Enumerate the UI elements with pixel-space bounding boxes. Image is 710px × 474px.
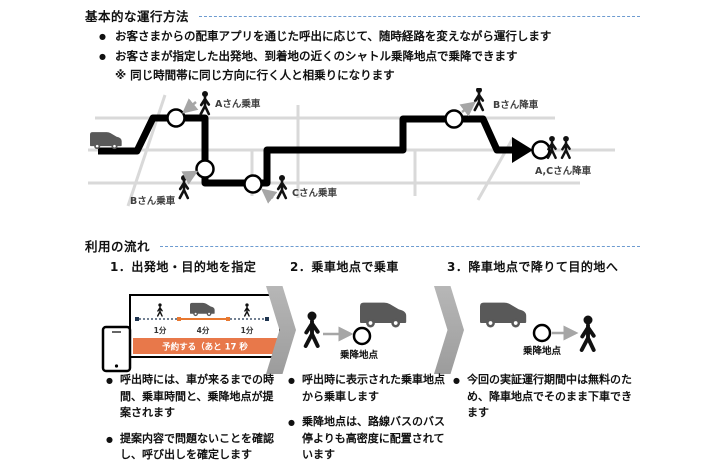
passenger-b-alight-icon <box>473 88 485 112</box>
passenger-a-icon <box>199 89 211 116</box>
ride-minutes: 4分 <box>197 325 210 335</box>
timeline-dot <box>265 317 269 321</box>
bullet-marker: ● <box>99 51 106 61</box>
stop-b-alight <box>444 109 464 129</box>
step1-bullets: ● 呼出時には、車が来るまでの時間、乗車時間と、乗降地点が提案されます ● 提案… <box>106 372 284 473</box>
shuttle-van-icon <box>90 132 122 150</box>
list-item-note: ※ 同じ時間帯に同じ方向に行く人と相乗りになります <box>99 67 639 84</box>
stop-label: 乗降地点 <box>340 349 379 361</box>
list-item: ● 呼出時には、車が来るまでの時間、乗車時間と、乗降地点が提案されます <box>106 372 284 422</box>
section-title: 基本的な運行方法 <box>85 9 190 24</box>
timeline-dot <box>177 317 181 321</box>
note-text: ※ 同じ時間帯に同じ方向に行く人と相乗りになります <box>115 68 395 83</box>
list-item: ● お客さまが指定した出発地、到着地の近くのシャトル乗降地点で乗降できます <box>99 48 639 65</box>
bullet-text: 提案内容で問題ないことを確認し、呼び出しを確定します <box>120 431 274 462</box>
stop-a-board <box>166 108 186 128</box>
bullet-text: 乗降地点は、路線バスのバス停よりも高密度に配置されています <box>302 415 445 461</box>
shuttle-route-path <box>98 114 512 187</box>
bullet-marker: ● <box>106 376 113 385</box>
trip-timeline: 1分 4分 1分 <box>135 302 269 335</box>
label-c-board: Cさん乗車 <box>292 187 337 199</box>
stop-circle <box>532 323 552 343</box>
bullet-marker: ● <box>453 376 460 385</box>
reserve-button-label: 予約する（あと 17 秒 <box>162 342 248 353</box>
bullet-text: お客さまからの配車アプリを通じた呼出に応じて、随時経路を変えながら運行します <box>115 29 552 43</box>
list-item: ● 呼出時に表示された乗車地点から乗車します <box>288 372 450 405</box>
alighting-illustration: 乗降地点 <box>480 302 596 357</box>
boarding-illustration: 乗降地点 <box>303 302 407 361</box>
reserve-button: 予約する（あと 17 秒 <box>133 338 277 354</box>
basic-operation-bullets: ● お客さまからの配車アプリを通じた呼出に応じて、随時経路を変えながら運行します… <box>99 28 639 87</box>
passenger-c-icon <box>276 173 288 200</box>
stop-circle <box>352 326 372 346</box>
smartphone-icon <box>101 325 132 373</box>
section-basic-operation-header: 基本的な運行方法 <box>85 6 640 25</box>
walker-icon <box>303 309 320 348</box>
bullet-text: お客さまが指定した出発地、到着地の近くのシャトル乗降地点で乗降できます <box>115 48 518 63</box>
step2-bullets: ● 呼出時に表示された乗車地点から乗車します ● 乗降地点は、路線バスのバス停よ… <box>288 372 450 473</box>
label-b-alight: Bさん降車 <box>493 99 539 111</box>
bullet-marker: ● <box>288 418 295 427</box>
label-a-board: Aさん乗車 <box>215 98 261 110</box>
passenger-c2-icon <box>560 134 571 160</box>
van-icon <box>360 302 407 328</box>
label-ac-alight: A,Cさん降車 <box>535 165 592 177</box>
timeline-dot <box>226 317 230 321</box>
bullet-text: 呼出時に表示された乗車地点から乗車します <box>302 373 445 403</box>
section-usage-flow-header: 利用の流れ <box>85 236 640 255</box>
bullet-text: 呼出時には、車が来るまでの時間、乗車時間と、乗降地点が提案されます <box>120 373 274 419</box>
route-arrowhead <box>512 137 533 163</box>
walk1-minutes: 1分 <box>154 325 167 335</box>
dashed-divider <box>160 245 640 247</box>
bullet-marker: ● <box>288 376 295 385</box>
section-title: 利用の流れ <box>85 239 151 254</box>
stop-b-board <box>195 159 215 179</box>
app-mockup-illustration: 1分 4分 1分 予約する（あと 17 秒 <box>101 294 281 373</box>
route-map-diagram: Aさん乗車 Bさん乗車 Cさん乗車 Bさん降車 A,Cさん降車 <box>88 88 615 207</box>
label-b-board: Bさん乗車 <box>130 195 176 207</box>
arrow-b-to-stop <box>181 170 199 185</box>
list-item: ● お客さまからの配車アプリを通じた呼出に応じて、随時経路を変えながら運行します <box>99 28 639 45</box>
stop-c-board <box>243 174 263 194</box>
arrow-stop-to-b <box>459 101 476 117</box>
list-item: ● 提案内容で問題ないことを確認し、呼び出しを確定します <box>106 431 284 464</box>
stop-circles <box>166 108 551 194</box>
arrow-c-to-stop <box>261 188 278 204</box>
step3-heading: 3．降車地点で降りて目的地へ <box>447 260 619 274</box>
list-item: ● 今回の実証運行期間中は無料のため、降車地点でそのまま下車できます <box>453 372 638 422</box>
bullet-marker: ● <box>106 434 113 444</box>
arrow-a-to-stop <box>182 98 199 114</box>
list-item: ● 乗降地点は、路線バスのバス停よりも高密度に配置されています <box>288 414 450 464</box>
bullet-text: 今回の実証運行期間中は無料のため、降車地点でそのまま下車できます <box>467 373 632 419</box>
walk2-minutes: 1分 <box>241 325 254 335</box>
stop-ac-alight <box>531 140 551 160</box>
stop-label: 乗降地点 <box>523 345 562 357</box>
van-icon <box>480 302 527 328</box>
dashed-divider <box>199 15 640 17</box>
step1-heading: 1．出発地・目的地を指定 <box>110 260 257 274</box>
step2-heading: 2．乗車地点で乗車 <box>290 260 399 274</box>
passenger-a2-icon <box>546 134 557 160</box>
bullet-marker: ● <box>99 32 106 41</box>
step3-bullets: ● 今回の実証運行期間中は無料のため、降車地点でそのまま下車できます <box>453 372 638 431</box>
timeline-dot <box>135 317 139 321</box>
walker-icon <box>579 313 596 352</box>
